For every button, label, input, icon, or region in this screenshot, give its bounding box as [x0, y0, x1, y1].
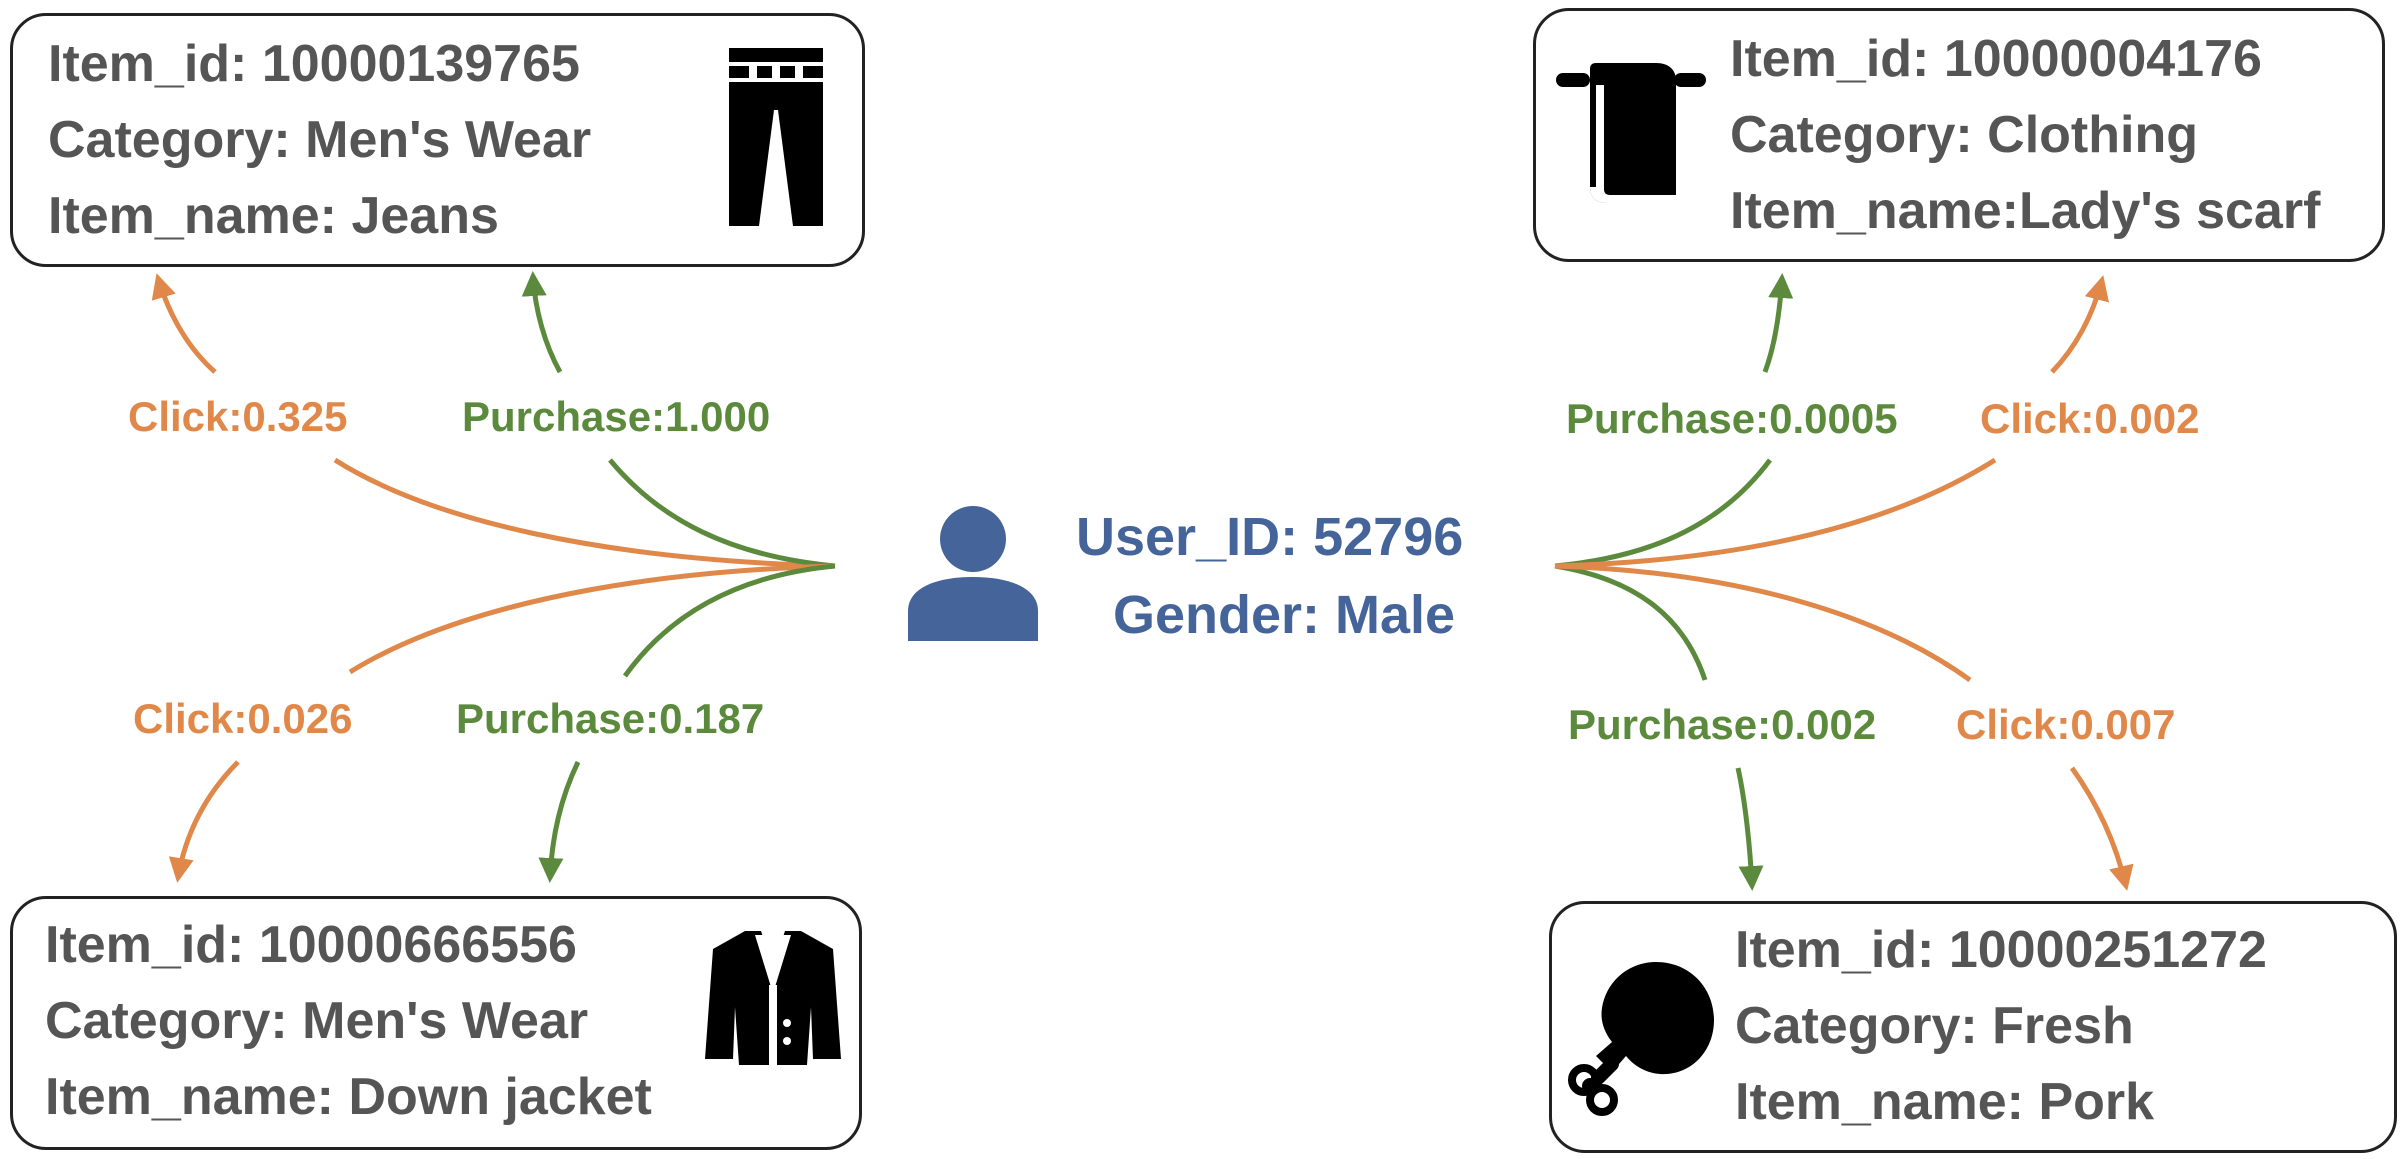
edge-jeans-purchase-curve [608, 458, 836, 569]
jeans-icon [729, 48, 823, 226]
edge-label-scarf-purchase: Purchase:0.0005 [1566, 395, 1898, 442]
pork-icon [1568, 962, 1714, 1116]
edge-pork-purchase-arrow [1735, 767, 1764, 891]
user-gender-text: Gender: Male [1113, 585, 1456, 645]
item-box-pork: Item_id: 10000251272 Category: Fresh Ite… [1549, 901, 2397, 1153]
edge-label-jacket-purchase: Purchase:0.187 [456, 695, 765, 742]
item-id-text: Item_id: 10000666556 [45, 916, 577, 974]
item-category-text: Category: Men's Wear [48, 111, 592, 169]
edge-label-jacket-click: Click:0.026 [133, 695, 353, 742]
edge-jacket-purchase-arrow [538, 760, 581, 883]
item-box-jeans: Item_id: 10000139765 Category: Men's Wea… [10, 13, 865, 267]
edge-label-jeans-purchase: Purchase:1.000 [462, 393, 771, 440]
edge-label-jeans-click: Click:0.325 [128, 393, 348, 440]
edge-scarf-click-arrow [2050, 275, 2109, 374]
item-box-scarf: Item_id: 10000004176 Category: Clothing … [1533, 8, 2385, 262]
edge-pork-click-arrow [2069, 766, 2134, 891]
edge-jeans-click-arrow [151, 273, 217, 374]
item-box-jacket: Item_id: 10000666556 Category: Men's Wea… [10, 896, 862, 1150]
edge-label-pork-click: Click:0.007 [1956, 701, 2176, 748]
item-name-text: Item_name: Pork [1735, 1073, 2155, 1131]
item-name-text: Item_name:Lady's scarf [1730, 182, 2321, 240]
edge-scarf-purchase-curve [1554, 458, 1772, 569]
edge-jacket-click-arrow [168, 760, 240, 883]
item-name-text: Item_name: Down jacket [45, 1068, 652, 1126]
item-name-text: Item_name: Jeans [48, 187, 499, 245]
item-id-text: Item_id: 10000139765 [48, 35, 580, 93]
edge-jeans-click-curve [333, 457, 836, 569]
edge-pork-click-curve [1554, 563, 1972, 683]
edge-jacket-click-curve [348, 563, 836, 675]
scarf-icon [1556, 63, 1706, 203]
edge-scarf-purchase-arrow [1762, 273, 1794, 373]
jacket-icon [705, 931, 841, 1065]
edge-jacket-purchase-curve [622, 563, 836, 678]
edge-label-pork-purchase: Purchase:0.002 [1568, 701, 1877, 748]
item-category-text: Category: Clothing [1730, 106, 2198, 164]
edge-jeans-purchase-arrow [521, 271, 563, 374]
edge-label-scarf-click: Click:0.002 [1980, 395, 2200, 442]
user-icon [908, 506, 1038, 641]
edge-pork-purchase-curve [1554, 563, 1708, 681]
item-id-text: Item_id: 10000004176 [1730, 30, 2262, 88]
item-category-text: Category: Fresh [1735, 997, 2134, 1055]
item-category-text: Category: Men's Wear [45, 992, 589, 1050]
item-id-text: Item_id: 10000251272 [1735, 921, 2267, 979]
user-id-text: User_ID: 52796 [1076, 507, 1464, 567]
edge-scarf-click-curve [1554, 457, 1997, 569]
